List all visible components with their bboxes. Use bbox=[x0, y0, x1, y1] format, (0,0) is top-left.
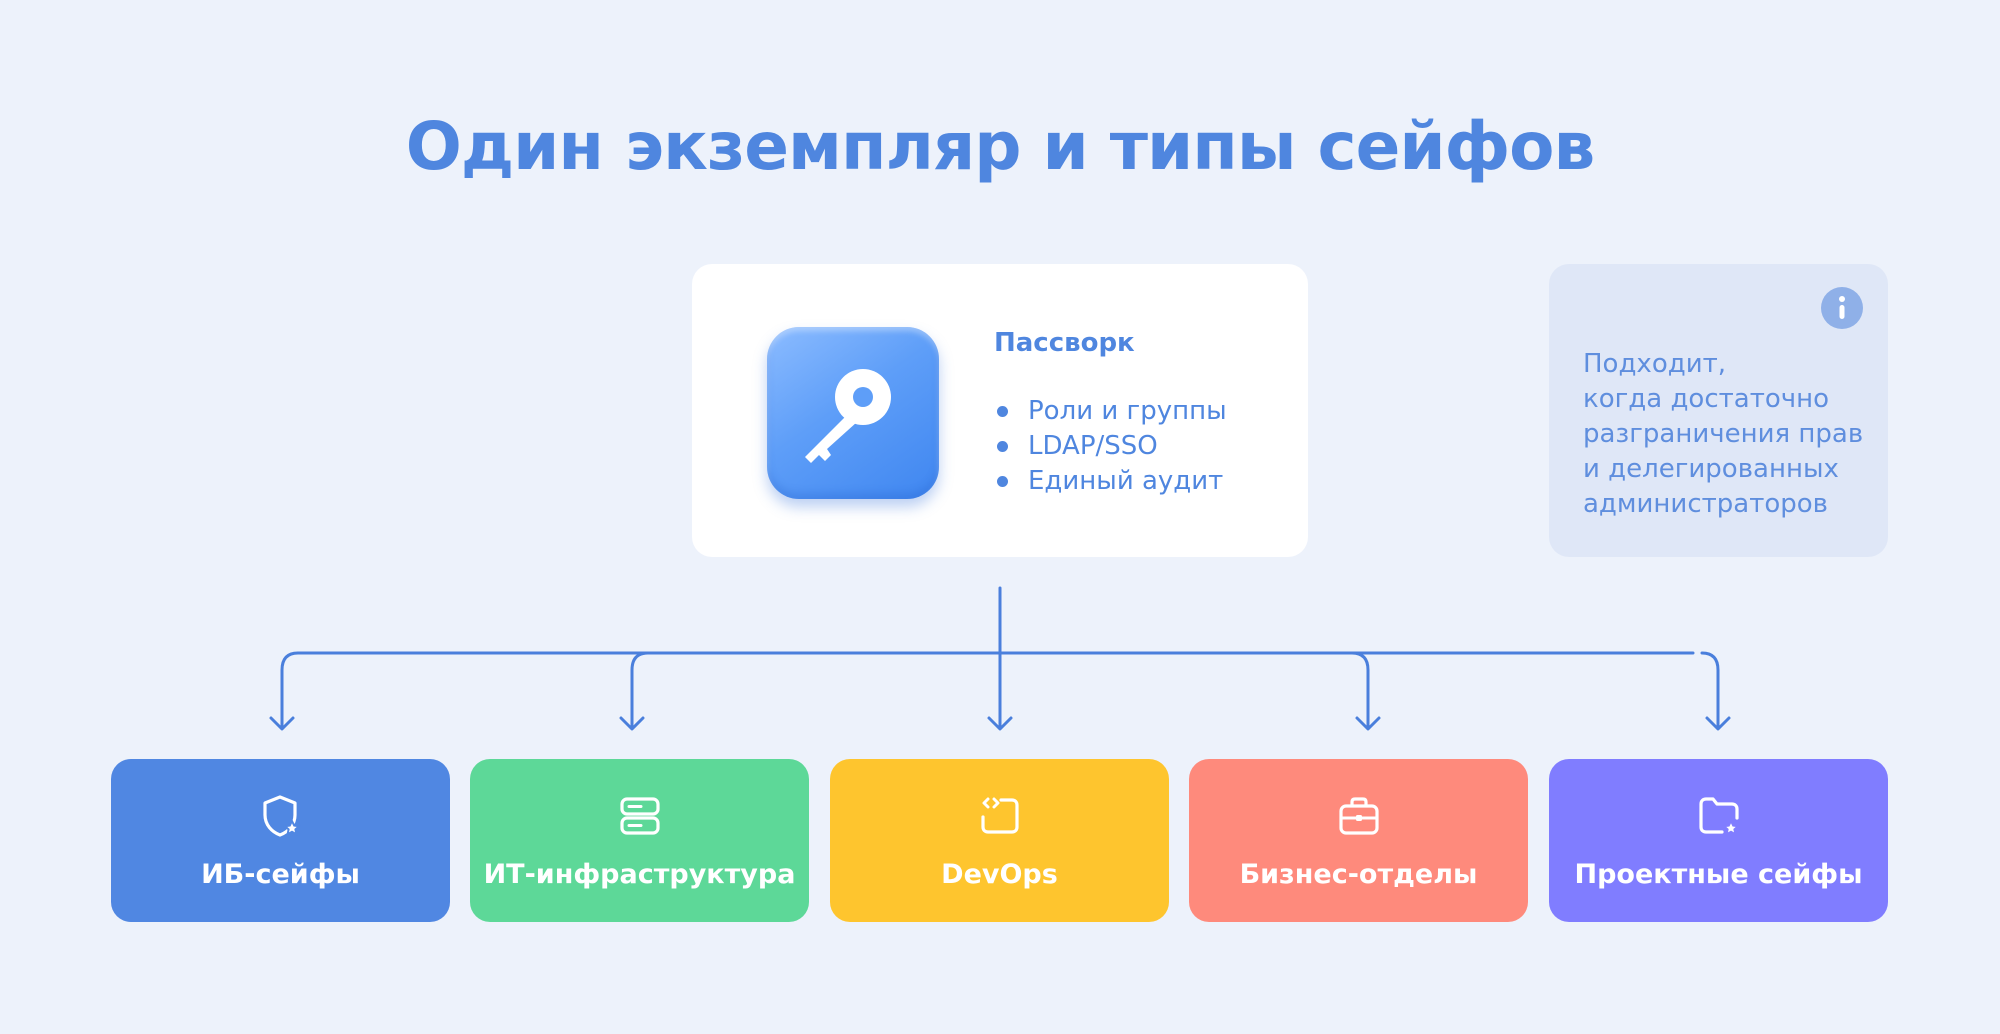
info-line: разграничения прав bbox=[1583, 419, 1864, 449]
key-icon bbox=[767, 327, 939, 499]
tile-ib-safes[interactable]: ИБ-сейфы bbox=[111, 759, 450, 922]
arrow-head bbox=[619, 716, 645, 731]
info-text: Подходит, когда достаточно разграничения… bbox=[1583, 347, 1883, 522]
info-card: Подходит, когда достаточно разграничения… bbox=[1549, 264, 1888, 557]
branch-left-2 bbox=[630, 651, 650, 730]
tile-it-infrastructure[interactable]: ИТ-инфраструктура bbox=[470, 759, 809, 922]
page-title: Один экземпляр и типы сейфов bbox=[405, 108, 1595, 185]
info-line: администраторов bbox=[1583, 489, 1828, 519]
code-icon bbox=[981, 797, 1019, 834]
info-line: и делегированных bbox=[1583, 454, 1839, 484]
info-icon bbox=[1821, 287, 1863, 329]
tile-label: ИТ-инфраструктура bbox=[483, 859, 796, 890]
info-line: когда достаточно bbox=[1583, 384, 1830, 414]
feature-item: Роли и группы bbox=[994, 394, 1227, 429]
tile-business-departments[interactable]: Бизнес-отделы bbox=[1189, 759, 1528, 922]
shield-star-icon bbox=[263, 795, 302, 837]
arrow-head bbox=[269, 716, 295, 731]
tile-devops[interactable]: DevOps bbox=[830, 759, 1169, 922]
app-name: Пассворк bbox=[994, 328, 1135, 358]
tile-label: DevOps bbox=[941, 859, 1058, 890]
tile-label: ИБ-сейфы bbox=[201, 859, 360, 890]
main-product-card: Пассворк Роли и группы LDAP/SSO Единый а… bbox=[692, 264, 1308, 557]
info-line: Подходит, bbox=[1583, 349, 1727, 379]
feature-list: Роли и группы LDAP/SSO Единый аудит bbox=[994, 394, 1227, 499]
feature-item: LDAP/SSO bbox=[994, 429, 1227, 464]
feature-item: Единый аудит bbox=[994, 464, 1227, 499]
branch-left-1 bbox=[280, 651, 300, 730]
arrow-head bbox=[987, 716, 1013, 731]
tile-label: Проектные сейфы bbox=[1574, 859, 1863, 890]
branch-right-2 bbox=[1700, 651, 1720, 730]
arrow-head bbox=[1705, 716, 1731, 731]
branch-right-1 bbox=[1350, 651, 1370, 730]
tile-project-safes[interactable]: Проектные сейфы bbox=[1549, 759, 1888, 922]
arrow-head bbox=[1355, 716, 1381, 731]
tile-label: Бизнес-отделы bbox=[1239, 859, 1478, 890]
server-icon bbox=[620, 797, 660, 835]
folder-star-icon bbox=[1699, 797, 1741, 837]
briefcase-icon bbox=[1339, 797, 1379, 835]
